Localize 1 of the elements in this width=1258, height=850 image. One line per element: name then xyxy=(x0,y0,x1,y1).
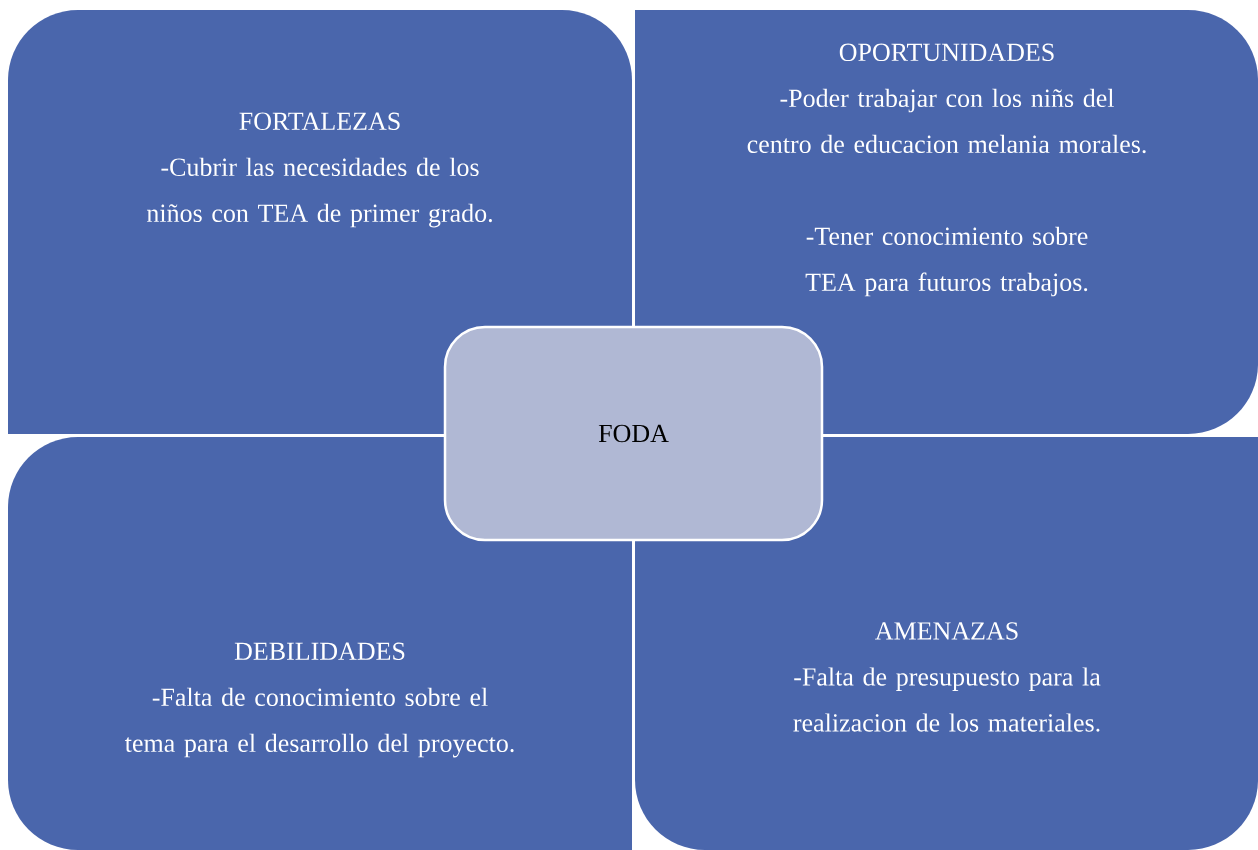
center-box: FODA xyxy=(443,325,824,542)
